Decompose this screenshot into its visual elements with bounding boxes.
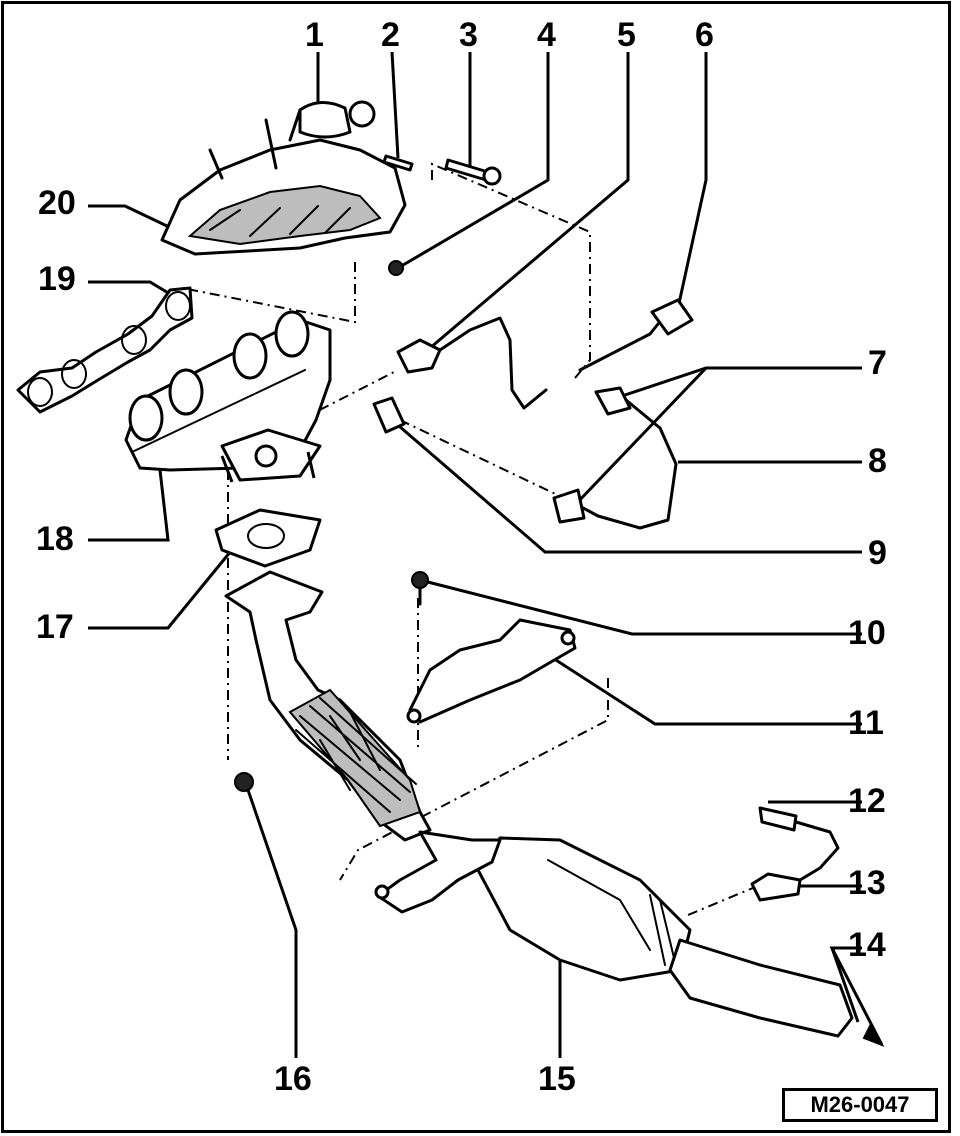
callout-12: 12 xyxy=(848,782,886,820)
exhaust-manifold-part xyxy=(124,310,332,483)
support-bracket-part xyxy=(406,618,577,724)
callout-19: 19 xyxy=(38,260,76,298)
connecting-pipe-part xyxy=(372,386,678,530)
manifold-gasket-part xyxy=(16,286,194,414)
callout-17: 17 xyxy=(36,608,74,646)
callout-1: 1 xyxy=(305,16,324,54)
callout-6: 6 xyxy=(695,16,714,54)
callout-20: 20 xyxy=(38,184,76,222)
callout-13: 13 xyxy=(848,864,886,902)
upper-oxygen-sensor-part xyxy=(396,298,694,410)
callout-10: 10 xyxy=(848,614,886,652)
callout-3: 3 xyxy=(459,16,478,54)
callout-11: 11 xyxy=(848,704,884,742)
reference-code-label: M26-0047 xyxy=(782,1088,938,1122)
bolt-parts xyxy=(382,154,502,186)
bolt-part-10 xyxy=(411,571,429,606)
callout-9: 9 xyxy=(868,534,887,572)
callout-14: 14 xyxy=(848,926,886,964)
nut-part xyxy=(388,260,404,276)
callout-5: 5 xyxy=(617,16,636,54)
front-exhaust-pipe xyxy=(224,570,432,842)
callout-15: 15 xyxy=(538,1060,576,1098)
leader-lines xyxy=(88,51,885,1058)
callout-18: 18 xyxy=(36,520,74,558)
flange-gasket-part xyxy=(214,508,322,568)
callout-8: 8 xyxy=(868,442,887,480)
catalytic-converter-part xyxy=(374,830,854,1038)
heat-shield-part xyxy=(160,100,407,256)
callout-16: 16 xyxy=(274,1060,312,1098)
lower-oxygen-sensor-part xyxy=(750,806,840,902)
callout-7: 7 xyxy=(868,344,887,382)
callout-2: 2 xyxy=(381,16,400,54)
nut-part-16 xyxy=(234,772,254,792)
callout-4: 4 xyxy=(537,16,556,54)
